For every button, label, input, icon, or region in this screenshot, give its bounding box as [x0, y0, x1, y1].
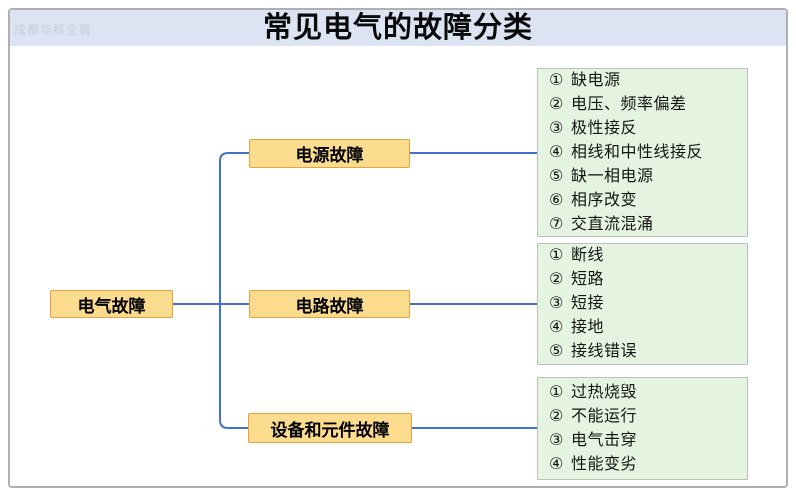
- item-number-icon: ①: [549, 71, 564, 89]
- item-number-icon: ⑤: [549, 343, 564, 360]
- branch-node-circuit-fault: 电路故障: [249, 290, 410, 318]
- list-item: ③ 电气击穿: [549, 429, 747, 453]
- item-text: 缺一相电源: [571, 167, 654, 185]
- item-number-icon: ②: [549, 95, 564, 113]
- list-item: ③ 短接: [549, 292, 747, 316]
- connector-spine-to-power: [219, 152, 250, 304]
- item-text: 极性接反: [571, 119, 638, 137]
- list-item: ④ 接地: [549, 316, 747, 340]
- item-text: 性能变劣: [571, 455, 638, 473]
- item-text: 短接: [571, 295, 605, 312]
- list-item: ② 电压、频率偏差: [549, 93, 747, 117]
- list-item: ③ 极性接反: [549, 117, 747, 141]
- item-text: 相线和中性线接反: [571, 143, 704, 161]
- item-text: 接地: [571, 319, 605, 336]
- item-number-icon: ③: [549, 295, 564, 312]
- item-text: 缺电源: [571, 71, 621, 89]
- list-item: ⑤ 接线错误: [549, 340, 747, 364]
- list-item: ① 过热烧毁: [549, 381, 747, 405]
- root-node-label: 电气故障: [77, 296, 146, 316]
- page-title: 常见电气的故障分类: [262, 12, 533, 44]
- list-item: ① 缺电源: [549, 69, 747, 93]
- branch-node-label: 设备和元件故障: [270, 420, 390, 440]
- list-item: ⑦ 交直流混涌: [549, 213, 747, 237]
- item-text: 相序改变: [571, 191, 638, 209]
- item-number-icon: ②: [549, 407, 564, 425]
- branch-node-label: 电源故障: [295, 146, 364, 165]
- list-item: ② 短路: [549, 268, 747, 292]
- item-number-icon: ③: [549, 431, 564, 449]
- watermark-text: 成都华标企管: [14, 23, 93, 37]
- item-number-icon: ③: [549, 119, 564, 137]
- branch-node-equipment-fault: 设备和元件故障: [248, 413, 412, 443]
- root-node-electrical-fault: 电气故障: [50, 290, 173, 318]
- item-number-icon: ④: [549, 143, 564, 161]
- branch-node-label: 电路故障: [295, 296, 364, 316]
- list-box-power-fault-items: ① 缺电源 ② 电压、频率偏差 ③ 极性接反 ④ 相线和中性线接反 ⑤ 缺一相电源 ⑥ 相序改变 ⑦ 交直…: [537, 68, 748, 237]
- item-text: 过热烧毁: [571, 383, 638, 401]
- header-bar: 常见电气的故障分类: [10, 10, 786, 46]
- item-text: 电压、频率偏差: [571, 95, 687, 113]
- item-number-icon: ④: [549, 455, 564, 473]
- item-text: 不能运行: [571, 407, 638, 425]
- item-number-icon: ⑤: [549, 167, 564, 185]
- item-number-icon: ①: [549, 247, 564, 264]
- item-text: 电气击穿: [571, 431, 638, 449]
- item-number-icon: ②: [549, 271, 564, 288]
- item-text: 断线: [571, 247, 605, 264]
- list-item: ④ 性能变劣: [549, 453, 747, 477]
- item-number-icon: ④: [549, 319, 564, 336]
- list-item: ④ 相线和中性线接反: [549, 141, 747, 165]
- item-text: 交直流混涌: [571, 215, 654, 233]
- list-item: ⑥ 相序改变: [549, 189, 747, 213]
- item-number-icon: ①: [549, 383, 564, 401]
- connector-spine-to-equipment: [219, 304, 248, 429]
- list-item: ② 不能运行: [549, 405, 747, 429]
- item-text: 短路: [571, 271, 605, 288]
- list-box-equipment-fault-items: ① 过热烧毁 ② 不能运行 ③ 电气击穿 ④ 性能变劣: [537, 377, 748, 480]
- list-item: ⑤ 缺一相电源: [549, 165, 747, 189]
- item-text: 接线错误: [571, 343, 638, 360]
- item-number-icon: ⑥: [549, 191, 564, 209]
- list-item: ① 断线: [549, 244, 747, 268]
- list-box-circuit-fault-items: ① 断线 ② 短路 ③ 短接 ④ 接地 ⑤ 接线错误: [537, 243, 748, 365]
- item-number-icon: ⑦: [549, 215, 564, 233]
- branch-node-power-fault: 电源故障: [249, 139, 410, 168]
